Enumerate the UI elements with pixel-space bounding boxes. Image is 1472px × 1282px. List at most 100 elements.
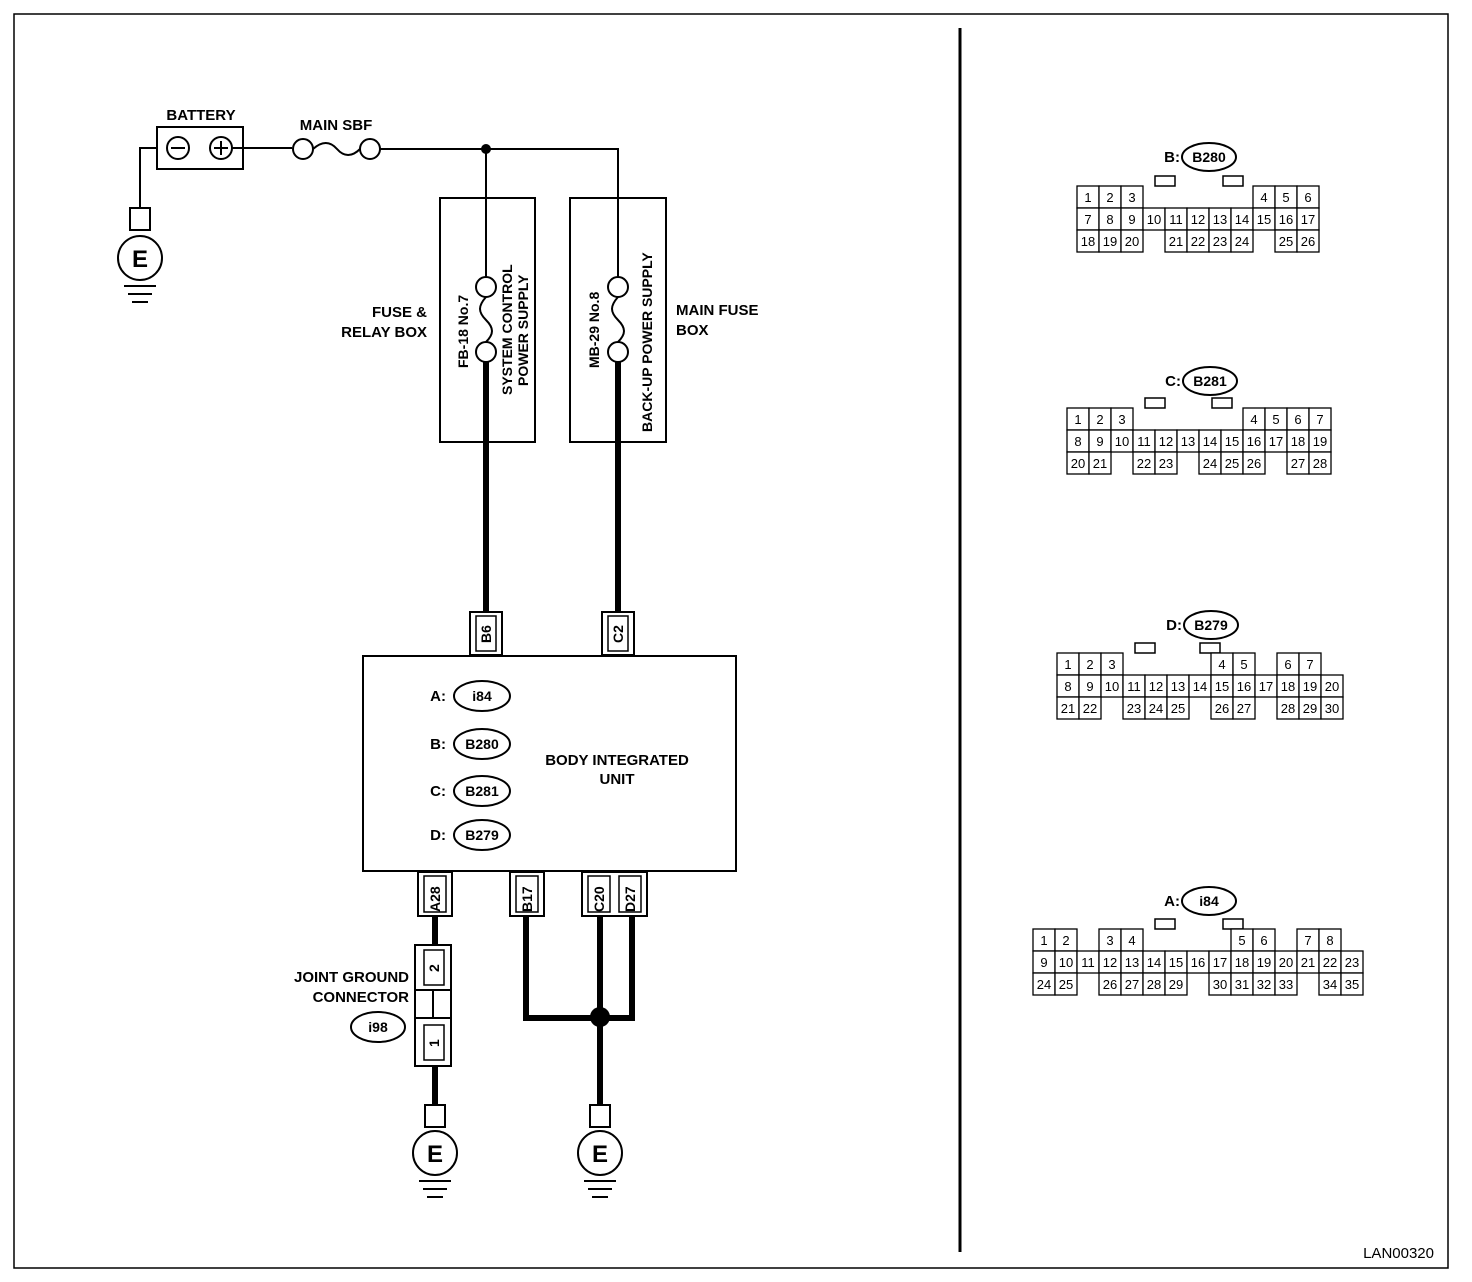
pin-number: 10 <box>1147 212 1161 227</box>
pin-number: 9 <box>1128 212 1135 227</box>
pin-cell <box>1154 451 1178 475</box>
ground-symbol-right <box>577 1104 623 1198</box>
pin-number: 3 <box>1106 933 1113 948</box>
connector-view-oval <box>1181 886 1237 916</box>
pin-number: 16 <box>1237 679 1251 694</box>
pin-number: 6 <box>1294 412 1301 427</box>
pin-cell <box>1242 451 1266 475</box>
pin-number: 24 <box>1203 456 1217 471</box>
pin-number: 1 <box>1040 933 1047 948</box>
pin-cell <box>1164 972 1188 996</box>
pin-number: 5 <box>1238 933 1245 948</box>
pin-cell <box>1078 696 1102 720</box>
connector-view-code: B279 <box>1194 617 1228 633</box>
pin-number: 29 <box>1169 977 1183 992</box>
pin-number: 8 <box>1326 933 1333 948</box>
unit-connector-b-letter: B: <box>430 736 446 753</box>
pin-number: 23 <box>1159 456 1173 471</box>
pin-number: 11 <box>1169 212 1183 227</box>
pin-cell <box>1320 696 1344 720</box>
pin-number: 14 <box>1193 679 1207 694</box>
backup-power-label: BACK-UP POWER SUPPLY <box>639 252 655 432</box>
fb18-label: FB-18 No.7 <box>455 295 471 368</box>
pin-number: 22 <box>1191 234 1205 249</box>
pin-number: 17 <box>1213 955 1227 970</box>
pin-number: 5 <box>1240 657 1247 672</box>
pin-number: 31 <box>1235 977 1249 992</box>
figure-code: LAN00320 <box>1363 1245 1434 1262</box>
terminal-b6-label: B6 <box>478 625 494 643</box>
ground-e-label-left: E <box>427 1141 443 1168</box>
pin-number: 11 <box>1081 955 1095 970</box>
pin-number: 11 <box>1137 434 1151 449</box>
terminal-d27-label: D27 <box>622 886 638 912</box>
pin-number: 4 <box>1128 933 1135 948</box>
connector-view-letter: B: <box>1164 149 1180 166</box>
pin-number: 14 <box>1235 212 1249 227</box>
joint-pin-2-label: 2 <box>426 964 442 972</box>
pin-number: 20 <box>1279 955 1293 970</box>
outer-frame <box>13 13 1449 1269</box>
pin-number: 27 <box>1237 701 1251 716</box>
connector-key-tab <box>1199 642 1221 654</box>
unit-connector-d-oval <box>453 819 511 851</box>
connector-key-tab <box>1154 918 1176 930</box>
pin-number: 28 <box>1147 977 1161 992</box>
pin-number: 30 <box>1213 977 1227 992</box>
pin-number: 15 <box>1225 434 1239 449</box>
joint-ground-label-2: CONNECTOR <box>313 989 410 1006</box>
pin-number: 1 <box>1064 657 1071 672</box>
pin-number: 33 <box>1279 977 1293 992</box>
connector-view-code: B280 <box>1192 149 1226 165</box>
terminal-c2-label: C2 <box>610 625 626 643</box>
body-unit-label-2: UNIT <box>600 771 635 788</box>
pin-number: 22 <box>1137 456 1151 471</box>
pin-number: 24 <box>1037 977 1051 992</box>
pin-number: 27 <box>1291 456 1305 471</box>
connector-view-letter: D: <box>1166 617 1182 634</box>
pin-number: 13 <box>1181 434 1195 449</box>
pin-number: 13 <box>1171 679 1185 694</box>
pin-number: 25 <box>1171 701 1185 716</box>
system-control-label-2: POWER SUPPLY <box>515 274 531 386</box>
terminal-b6 <box>469 611 503 656</box>
terminal-c20-label: C20 <box>591 886 607 912</box>
main-fuse-box-label-1: MAIN FUSE <box>676 302 759 319</box>
pin-number: 6 <box>1260 933 1267 948</box>
unit-connector-c-oval <box>453 775 511 807</box>
body-integrated-unit <box>362 655 737 872</box>
pin-number: 25 <box>1279 234 1293 249</box>
unit-connector-c-code: B281 <box>465 783 499 799</box>
unit-connector-a-letter: A: <box>430 688 446 705</box>
unit-connector-a-code: i84 <box>472 688 492 704</box>
pin-number: 10 <box>1059 955 1073 970</box>
pin-number: 26 <box>1247 456 1261 471</box>
pin-number: 24 <box>1235 234 1249 249</box>
pin-number: 18 <box>1235 955 1249 970</box>
unit-connector-b-oval <box>453 728 511 760</box>
pin-number: 6 <box>1304 190 1311 205</box>
terminal-c2 <box>601 611 635 656</box>
pin-number: 16 <box>1247 434 1261 449</box>
terminal-b17 <box>509 871 545 917</box>
connector-key-tab <box>1222 918 1244 930</box>
main-sbf-fuse <box>292 138 381 160</box>
unit-connector-c-letter: C: <box>430 783 446 800</box>
pin-number: 13 <box>1125 955 1139 970</box>
unit-connector-a-oval <box>453 680 511 712</box>
pin-number: 24 <box>1149 701 1163 716</box>
ground-symbol-top <box>117 207 163 303</box>
pin-number: 7 <box>1306 657 1313 672</box>
pin-number: 30 <box>1325 701 1339 716</box>
pin-number: 28 <box>1281 701 1295 716</box>
pin-number: 23 <box>1213 234 1227 249</box>
pin-number: 20 <box>1125 234 1139 249</box>
connector-view-oval <box>1183 610 1239 640</box>
pin-number: 12 <box>1103 955 1117 970</box>
ground-e-label: E <box>132 246 148 273</box>
pin-number: 8 <box>1074 434 1081 449</box>
connector-key-tab <box>1211 397 1233 409</box>
pin-number: 3 <box>1118 412 1125 427</box>
fuse-mb29 <box>607 276 629 363</box>
